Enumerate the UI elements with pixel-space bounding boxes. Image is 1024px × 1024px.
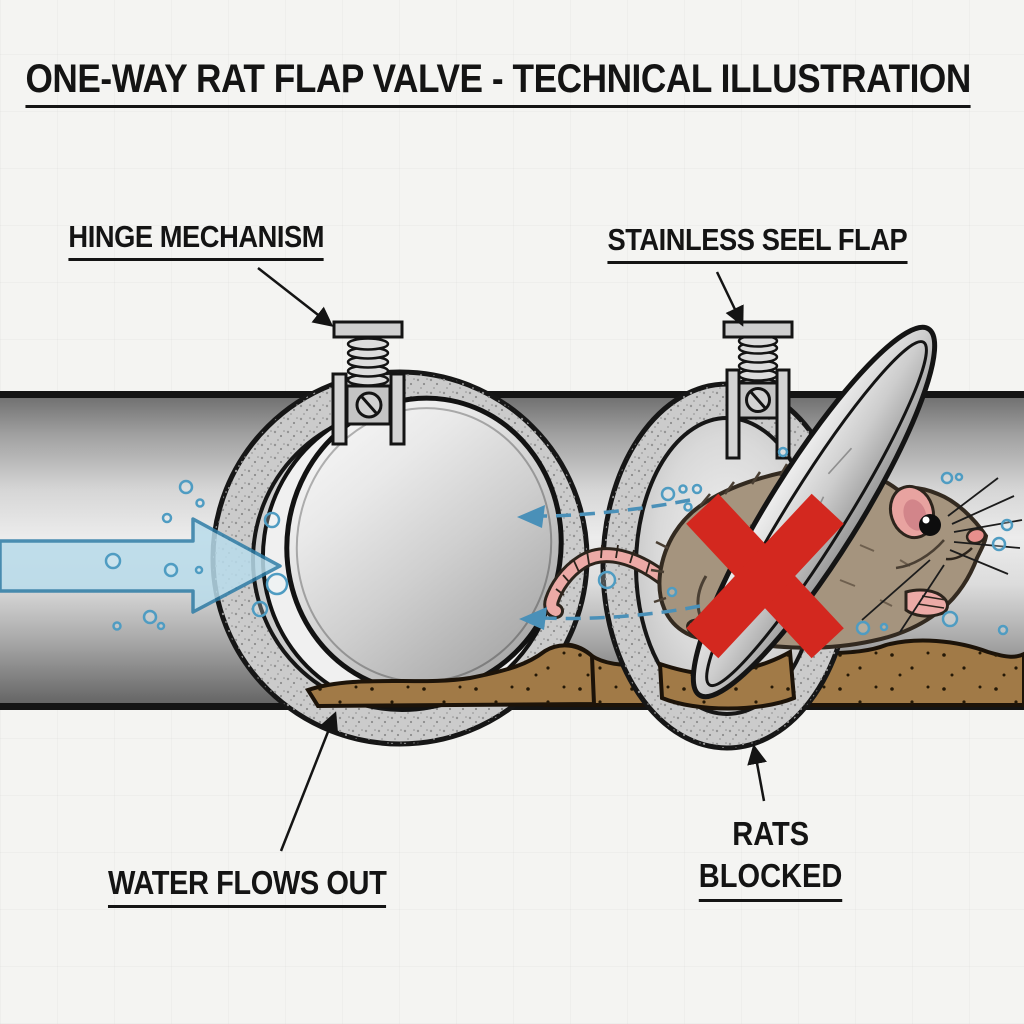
- backflow-arrowhead-lower: [519, 607, 547, 630]
- pointer-arrow-water: [279, 711, 339, 852]
- hinge-cap: [722, 320, 794, 339]
- sediment-left-texture: [308, 645, 594, 706]
- hinge-spring: [737, 334, 779, 391]
- label-rats-line2: BLOCKED: [699, 855, 843, 903]
- rat-eye: [919, 514, 941, 536]
- rat-eye-highlight: [922, 516, 930, 524]
- backflow-arrow-lower: [543, 604, 701, 621]
- pipe-top-edge: [0, 391, 1024, 398]
- backflow-arrows: [541, 498, 701, 621]
- hinge-rail: [775, 368, 791, 460]
- hinge-assembly-left: [331, 320, 406, 446]
- rat-mouth: [945, 547, 973, 561]
- backflow-arrowhead-upper: [517, 505, 545, 528]
- hinge-rail: [389, 372, 406, 446]
- bubbles: [104, 446, 1014, 636]
- pointer-arrows: [257, 267, 767, 852]
- rat-cheek-line: [895, 539, 945, 570]
- hinge-rail: [725, 368, 741, 460]
- label-rats-line1: RATS: [732, 815, 810, 852]
- water-flow-arrow: [0, 517, 282, 614]
- rat-back-spikes: [650, 456, 847, 604]
- open-flap-rim: [705, 340, 928, 688]
- hinge-cap: [332, 320, 404, 339]
- screw-slot: [360, 396, 379, 415]
- hinge-rail: [331, 372, 348, 446]
- rat-tail: [543, 544, 676, 619]
- rat-paw-toes: [917, 595, 947, 609]
- backflow-arrow-upper: [541, 498, 691, 518]
- pointer-arrow-rats: [747, 744, 767, 802]
- screw-slot: [749, 391, 768, 410]
- left-valve: [210, 369, 590, 747]
- red-x-icon: [686, 493, 844, 659]
- hinge-assembly-right: [722, 320, 794, 460]
- tail-segments: [555, 544, 651, 596]
- pointer-arrow-hinge: [257, 267, 334, 327]
- pointer-arrow-flap: [715, 271, 744, 327]
